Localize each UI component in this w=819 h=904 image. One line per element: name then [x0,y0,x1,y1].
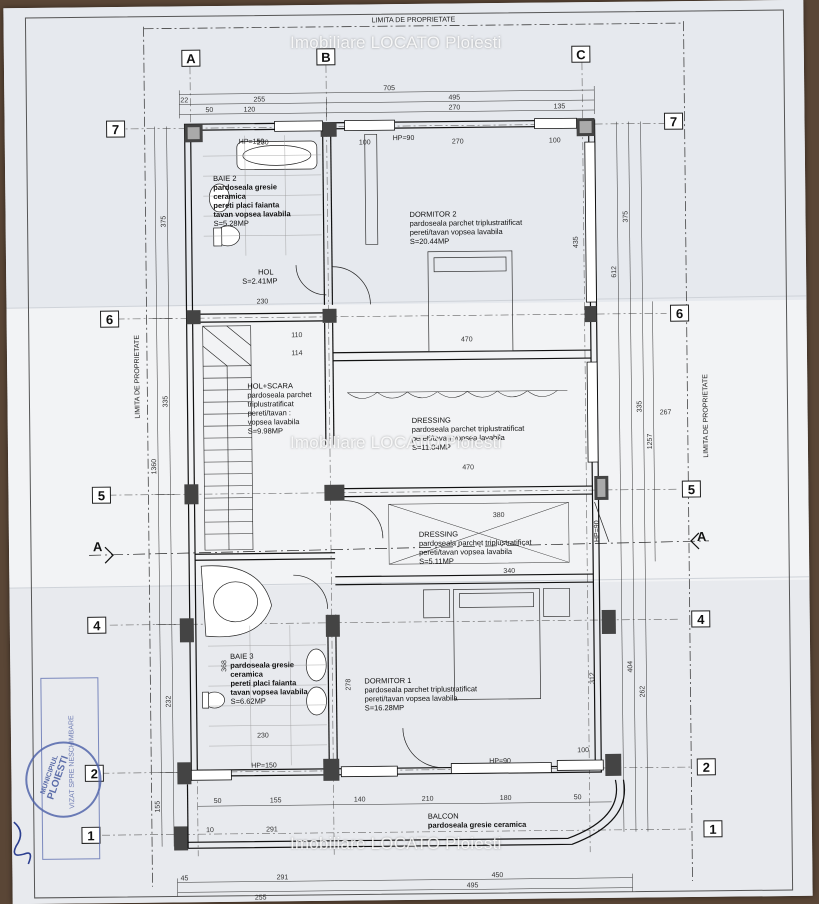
property-limit-left: LIMITA DE PROPRIETATE [134,335,142,419]
dim-right-335: 335 [636,401,643,413]
dim-bottom-b: 291 [277,874,289,881]
room-dressing2-label: DRESSING pardoseala parchet triplustrati… [419,529,532,566]
dim-114: 114 [291,350,302,357]
section-a-left: A [93,539,103,554]
grid-num-6-left: 6 [106,312,113,327]
dim-right-404: 404 [627,661,634,673]
dim-left-375: 375 [161,216,168,228]
dim-230b: 230 [257,298,269,305]
dim-bal-50: 50 [214,798,222,805]
dim-top-c: 22 [180,97,188,104]
dim-right-267: 267 [660,409,672,416]
dim-top-d: 270 [449,104,461,111]
dim-top-a: 255 [253,96,265,103]
dim-left-155: 155 [155,801,162,813]
door-hp90-bottom: HP=90 [489,758,511,765]
grid-num-7-right: 7 [670,114,677,129]
watermark-top: Imobiliare LOCATO Ploiesti [290,33,501,53]
room-baie2-l4: tavan vopsea lavabila [213,209,290,219]
dim-270: 270 [452,138,464,145]
grid-num-4-left: 4 [93,618,101,633]
room-dormitor1-area: S=16.28MP [365,702,478,712]
dim-right-1257: 1257 [647,434,654,450]
dim-110: 110 [291,332,302,339]
grid-letter-c: C [576,47,586,62]
dim-bal-50b: 50 [574,794,582,801]
dim-left-1360: 1360 [151,459,158,475]
dim-left-335: 335 [162,396,169,408]
dim-368: 368 [221,660,228,672]
room-dormitor2-label: DORMITOR 2 pardoseala parchet triplustra… [409,209,522,246]
grid-num-7-left: 7 [112,122,119,137]
room-hol-label: HOL S=2.41MP [242,267,277,285]
room-holscara-l1: pardoseala parchet [247,390,311,400]
grid-num-1-right: 1 [709,822,716,837]
dim-bottom-c: 450 [492,872,504,879]
dim-380: 380 [493,512,505,519]
stamp-l3: VIZAT SPRE [69,769,76,809]
dim-bottom-a: 255 [255,895,267,902]
door-hp90-top: HP=90 [393,135,415,142]
dim-340: 340 [503,568,515,575]
dim-230c: 230 [257,732,269,739]
room-dormitor1-label: DORMITOR 1 pardoseala parchet triplustra… [364,675,477,712]
dim-435: 435 [573,236,580,248]
dim-right-375: 375 [622,211,629,223]
dim-100b: 100 [549,137,561,144]
dim-470a: 470 [461,336,473,343]
dim-top-e: 135 [554,103,566,110]
door-hp150-bottom: HP=150 [251,762,277,769]
room-dressing2-area: S=5.11MP [419,556,532,566]
grid-num-6-right: 6 [676,306,683,321]
dim-top-total: 705 [383,85,395,92]
dim-left-232: 232 [166,696,173,708]
dim-470b: 470 [462,464,474,471]
room-baie2-label: BAIE 2 pardoseala gresie ceramica pereti… [213,173,291,228]
room-baie3-area: S=6.62MP [231,696,308,706]
room-dormitor2-area: S=20.44MP [410,236,523,246]
watermark-middle: Imobiliare LOCATO Ploiesti [290,433,501,453]
property-limit-top: LIMITA DE PROPRIETATE [372,16,456,24]
room-hol-name: HOL [242,267,277,276]
dim-bal-291: 291 [266,826,278,833]
room-holscara-label: HOL+SCARA pardoseala parchet triplustrat… [247,381,312,436]
dim-top-b: 495 [448,94,460,101]
dim-100c: 100 [577,747,589,754]
dim-right-262: 262 [639,686,646,698]
dim-bal-210: 210 [422,796,434,803]
section-a-right: A [697,529,707,544]
grid-num-2-right: 2 [703,760,710,775]
grid-num-5-left: 5 [98,488,105,503]
stamp-rect: VIZAT SPRE NESCHIMBARE [40,677,100,860]
door-hp150-top: HP=150 [239,138,265,145]
dim-bal-140: 140 [354,796,366,803]
room-balcon-label: BALCON pardoseala gresie ceramica [428,811,527,830]
room-balcon-l1: pardoseala gresie ceramica [428,820,526,830]
dim-bal-155: 155 [270,797,282,804]
dim-bal-10: 10 [206,827,214,834]
room-hol-area: S=2.41MP [242,276,277,285]
room-baie2-area: S=5.28MP [214,218,291,228]
stamp-rect-text: VIZAT SPRE NESCHIMBARE [68,682,77,842]
dim-312: 312 [589,672,596,684]
grid-letter-a: A [186,51,196,66]
property-limit-right: LIMITA DE PROPRIETATE [702,374,710,458]
grid-num-5-right: 5 [688,482,695,497]
grid-num-4-right: 4 [697,612,705,627]
room-baie3-label: BAIE 3 pardoseala gresie ceramica pereti… [230,651,308,706]
dim-bal-180: 180 [500,795,512,802]
dim-right-612: 612 [611,266,618,278]
stamp-l4: NESCHIMBARE [68,715,76,766]
room-baie3-l4: tavan vopsea lavabila [230,687,307,697]
dim-bottom-total: 495 [467,882,479,889]
door-hp90-mid: HP=90 [594,520,601,542]
dim-top-50: 50 [205,107,213,114]
dim-278: 278 [345,679,352,691]
watermark-bottom: Imobiliare LOCATO Ploiesti [290,834,501,854]
dim-100a: 100 [359,139,371,146]
dim-top-120: 120 [244,107,256,114]
signature [8,812,49,872]
dim-bottom-d: 45 [181,875,189,882]
